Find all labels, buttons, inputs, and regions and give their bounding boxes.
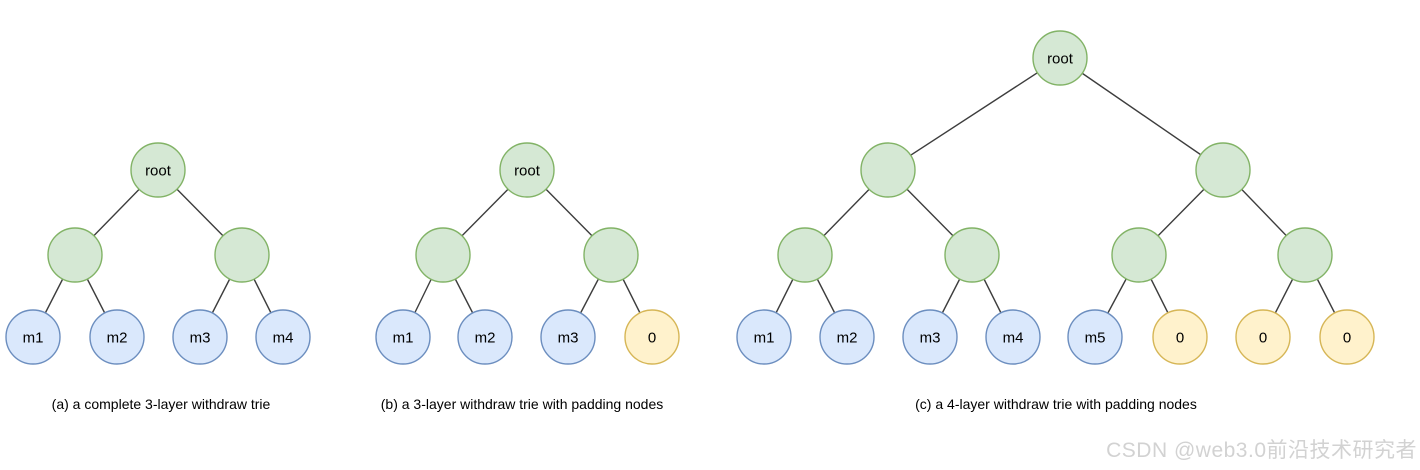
tree-a-node-label-root: root	[145, 163, 172, 180]
tree-c-node-m5	[1067, 309, 1123, 365]
tree-a-node-m4	[255, 309, 311, 365]
tree-b-node-m2	[457, 309, 513, 365]
tree-c-node-label-root: root	[1047, 51, 1074, 68]
tree-c: root m1 m2 m3 m4 m5 0 0 0	[736, 30, 1375, 365]
tree-a: root m1 m2 m3 m4	[5, 142, 311, 365]
tree-c-node-m2	[819, 309, 875, 365]
tree-c-edge-root-i1	[887, 57, 1061, 171]
tree-b-node-label-m1: m1	[393, 330, 414, 347]
tree-a-node-i1	[47, 227, 103, 283]
tree-c-node-m1	[736, 309, 792, 365]
tree-c-node-i21	[1111, 227, 1167, 283]
tree-b-node-label-m3: m3	[558, 330, 579, 347]
tree-c-node-root	[1032, 30, 1088, 86]
tree-c-node-label-p3: 0	[1343, 330, 1351, 347]
tree-c-node-label-m4: m4	[1003, 330, 1024, 347]
tree-c-node-i12	[944, 227, 1000, 283]
tree-c-node-label-m5: m5	[1085, 330, 1106, 347]
tree-c-node-p1	[1152, 309, 1208, 365]
tree-b-node-i2	[583, 227, 639, 283]
tree-a-node-label-m4: m4	[273, 330, 294, 347]
tree-c-node-i1	[860, 142, 916, 198]
tree-b-node-p1	[624, 309, 680, 365]
tree-a-node-label-m2: m2	[107, 330, 128, 347]
tree-b-node-label-root: root	[514, 163, 541, 180]
tree-c-node-label-m3: m3	[920, 330, 941, 347]
tree-c-node-p3	[1319, 309, 1375, 365]
tree-c-edge-root-i2	[1059, 57, 1224, 171]
tree-b-node-label-p1: 0	[648, 330, 656, 347]
tree-c-node-m3	[902, 309, 958, 365]
tree-c-node-i2	[1195, 142, 1251, 198]
caption-4-layer-trie-padding: (c) a 4-layer withdraw trie with padding…	[915, 396, 1197, 412]
tree-a-node-i2	[214, 227, 270, 283]
tree-c-node-p2	[1235, 309, 1291, 365]
tree-b-node-m3	[540, 309, 596, 365]
tree-c-node-i11	[777, 227, 833, 283]
tree-c-node-label-p2: 0	[1259, 330, 1267, 347]
tree-a-node-root	[130, 142, 186, 198]
tree-a-node-m1	[5, 309, 61, 365]
tree-a-node-label-m1: m1	[23, 330, 44, 347]
tree-c-node-m4	[985, 309, 1041, 365]
tree-b-node-root	[499, 142, 555, 198]
tree-c-node-label-m1: m1	[754, 330, 775, 347]
tree-a-node-label-m3: m3	[190, 330, 211, 347]
caption-3-layer-trie-padding: (b) a 3-layer withdraw trie with padding…	[380, 396, 664, 412]
caption-complete-3-layer-trie: (a) a complete 3-layer withdraw trie	[51, 396, 271, 412]
tree-a-node-m2	[89, 309, 145, 365]
tree-a-node-m3	[172, 309, 228, 365]
tree-b-node-label-m2: m2	[475, 330, 496, 347]
tree-b: root m1 m2 m3 0	[375, 142, 680, 365]
tree-b-node-i1	[415, 227, 471, 283]
csdn-watermark: CSDN @web3.0前沿技术研究者	[1106, 439, 1417, 462]
tree-b-node-m1	[375, 309, 431, 365]
tree-c-node-label-p1: 0	[1176, 330, 1184, 347]
tree-c-node-label-m2: m2	[837, 330, 858, 347]
tree-c-node-i22	[1277, 227, 1333, 283]
